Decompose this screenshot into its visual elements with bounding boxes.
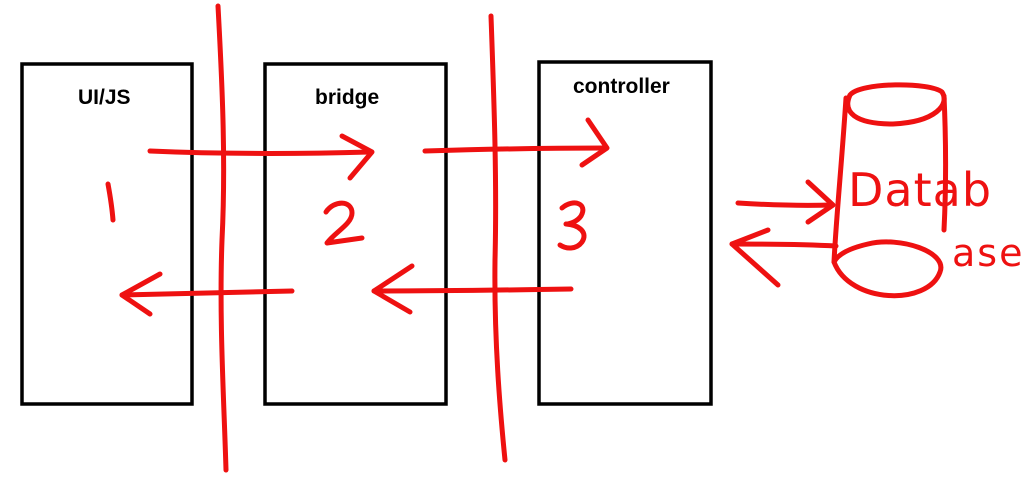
boundary-line-right bbox=[488, 13, 508, 463]
response-arrow-controller-to-bridge bbox=[371, 286, 574, 294]
number-3-value: 3 bbox=[0, 0, 1, 1]
response-arrow-bridge-to-ui bbox=[119, 288, 295, 298]
database-label-line1: Datab bbox=[848, 163, 992, 217]
response-arrowhead-controller-to-bridge bbox=[371, 263, 415, 315]
ui-js-label: UI/JS bbox=[78, 86, 131, 109]
database-bottom bbox=[831, 239, 944, 299]
request-arrow-ui-to-bridge bbox=[147, 148, 373, 156]
arrow-database-to-controller bbox=[729, 241, 839, 249]
database-top-rim bbox=[845, 82, 947, 127]
database-left-side bbox=[831, 95, 849, 265]
ui-js-box bbox=[20, 62, 194, 406]
request-arrow-bridge-to-controller bbox=[422, 145, 609, 154]
request-arrowhead-bridge-to-controller bbox=[579, 117, 610, 168]
controller-label: controller bbox=[573, 75, 670, 98]
arrowhead-database-to-controller bbox=[729, 227, 781, 288]
boundary-line-left bbox=[215, 3, 229, 473]
number-2 bbox=[323, 200, 365, 246]
bridge-label: bridge bbox=[315, 86, 379, 109]
bridge-box bbox=[263, 62, 448, 406]
database-label-line2: ase bbox=[952, 231, 1024, 275]
arrowhead-controller-to-database bbox=[805, 179, 836, 225]
request-arrowhead-ui-to-bridge bbox=[339, 133, 375, 181]
controller-box bbox=[537, 60, 713, 406]
number-3 bbox=[557, 200, 587, 251]
arrow-controller-to-database bbox=[735, 200, 835, 208]
number-1 bbox=[105, 181, 116, 223]
database-right-side bbox=[941, 93, 948, 233]
response-arrowhead-bridge-to-ui bbox=[119, 271, 163, 317]
database-cylinder: Datab ase bbox=[831, 82, 1024, 299]
